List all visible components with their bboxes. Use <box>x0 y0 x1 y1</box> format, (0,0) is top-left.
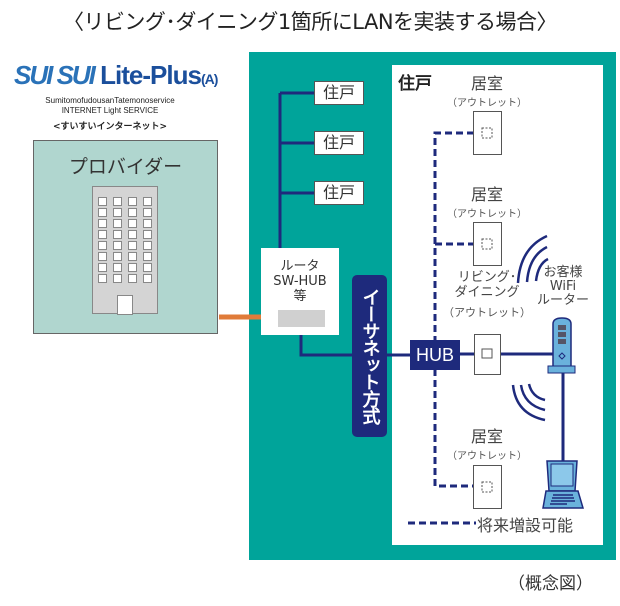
logo-service: INTERNET Light SERVICE <box>61 106 159 115</box>
outlet-label: （アウトレット） <box>447 451 527 462</box>
building-window <box>128 274 137 283</box>
wifi-router-label: お客様 WiFi ルーター <box>523 266 603 308</box>
building-window <box>98 197 107 206</box>
hub-box: HUB <box>410 340 460 370</box>
socket-future-icon <box>481 127 493 139</box>
wifi-label-line: WiFi <box>549 279 577 294</box>
unit-box: 住戸 <box>314 131 364 155</box>
building-window <box>113 230 122 239</box>
office-building-icon <box>92 186 158 314</box>
room-label: 居室 <box>470 427 503 446</box>
building-window <box>98 219 107 228</box>
wifi-router-icon <box>547 317 576 374</box>
socket-installed-icon <box>481 348 493 359</box>
building-window <box>98 274 107 283</box>
building-window <box>143 252 152 261</box>
router-label-line: SW-HUB <box>273 274 327 289</box>
building-window <box>143 219 152 228</box>
building-window <box>143 208 152 217</box>
building-window <box>113 219 122 228</box>
building-window <box>98 263 107 272</box>
router-port <box>278 310 325 327</box>
router-label-line: 等 <box>293 289 307 304</box>
future-line <box>433 131 474 488</box>
socket-future-icon <box>481 481 493 493</box>
building-window <box>98 252 107 261</box>
router-label-line: ルータ <box>280 259 320 274</box>
logo-product: Lite-Plus <box>100 60 202 90</box>
living-label-line: ダイニング <box>454 285 520 300</box>
logo-variant: (A) <box>200 71 218 87</box>
building-window <box>128 219 137 228</box>
wifi-label-line: お客様 <box>543 265 583 280</box>
diagram-title: 〈リビング･ダイニング1箇所にLANを実装する場合〉 <box>62 10 558 34</box>
outlet-box-future <box>473 465 502 509</box>
building-window <box>113 197 122 206</box>
building-window <box>143 230 152 239</box>
building-window <box>113 241 122 250</box>
outlet-label: （アウトレット） <box>443 306 531 319</box>
wifi-label-line: ルーター <box>536 293 589 308</box>
unit-box: 住戸 <box>314 81 364 105</box>
outlet-label: （アウトレット） <box>447 209 527 220</box>
ethernet-method-label: イーサネット方式 <box>352 275 387 437</box>
building-window <box>128 208 137 217</box>
building-window <box>98 208 107 217</box>
building-window <box>128 241 137 250</box>
building-window <box>113 263 122 272</box>
building-window <box>98 241 107 250</box>
diagram-caption: （概念図） <box>508 574 593 594</box>
building-window <box>143 241 152 250</box>
logo-brand-mark: SUI SUI <box>14 60 96 90</box>
building-window <box>113 274 122 283</box>
building-window <box>128 252 137 261</box>
building-window <box>143 263 152 272</box>
outlet-box-installed <box>474 334 501 375</box>
laptop-icon <box>542 460 585 509</box>
wifi-signal-icon <box>516 234 549 284</box>
building-window <box>113 208 122 217</box>
outlet-label: （アウトレット） <box>447 98 527 109</box>
router-swhub-label: ルータ SW-HUB 等 <box>261 259 339 304</box>
living-label-line: リビング･ <box>457 270 517 285</box>
provider-label: プロバイダー <box>68 156 183 178</box>
building-door <box>117 295 133 315</box>
room-label: 居室 <box>470 74 503 93</box>
building-window <box>128 230 137 239</box>
logo-company: SumitomofudousanTatemonoservice <box>45 96 175 105</box>
building-window <box>143 197 152 206</box>
outlet-box-future <box>473 111 502 155</box>
building-window <box>98 230 107 239</box>
room-label: 居室 <box>470 185 503 204</box>
wifi-signal-icon <box>511 383 546 422</box>
unit-detail-title: 住戸 <box>398 74 432 94</box>
living-dining-label: リビング･ ダイニング <box>442 270 532 300</box>
outlet-box-future <box>473 222 502 266</box>
building-window <box>113 252 122 261</box>
building-window <box>128 197 137 206</box>
logo-subtext: SumitomofudousanTatemonoservice INTERNET… <box>20 96 200 116</box>
building-window <box>128 263 137 272</box>
building-window <box>143 274 152 283</box>
logo: SUI SUI Lite-Plus(A) <box>14 60 218 91</box>
legend: 将来増設可能 <box>407 512 573 536</box>
unit-box: 住戸 <box>314 181 364 205</box>
socket-future-icon <box>481 238 493 250</box>
legend-future-label: 将来増設可能 <box>477 516 574 535</box>
logo-tagline: <すいすいインターネット> <box>52 122 168 132</box>
